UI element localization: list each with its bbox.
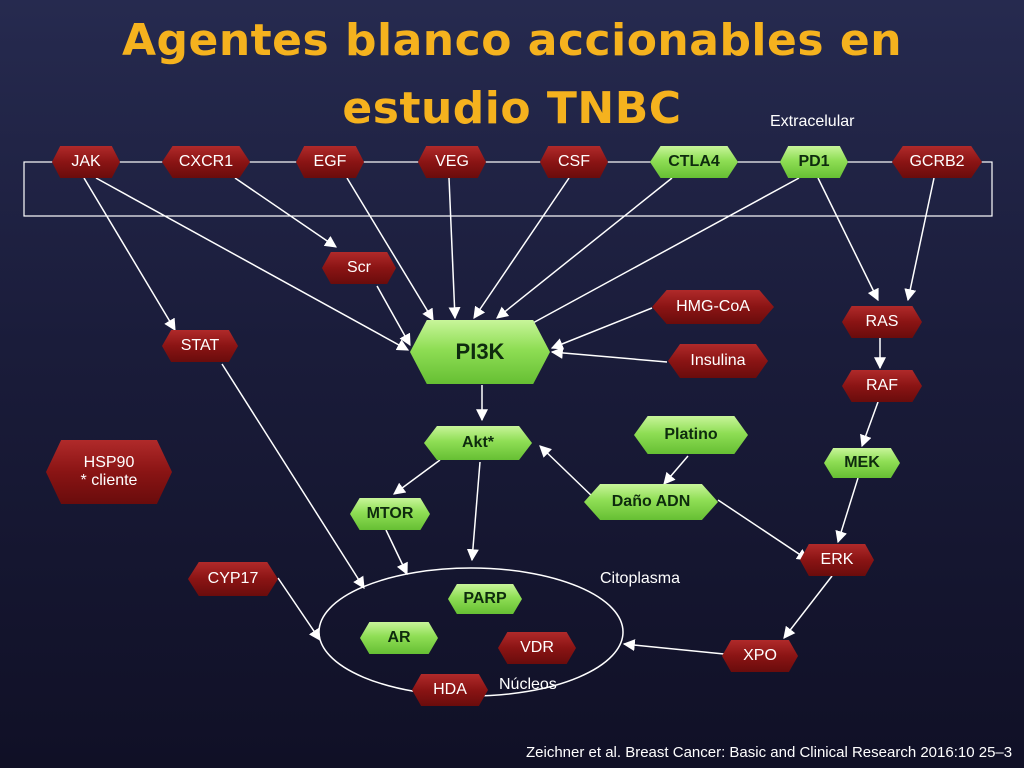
node-jak[interactable]: JAK — [52, 146, 120, 178]
arrow-mtor-nucleus — [385, 529, 408, 576]
arrow-pd1-pi3k — [518, 177, 800, 331]
arrow-veg-pi3k — [448, 177, 461, 320]
node-stat[interactable]: STAT — [162, 330, 238, 362]
arrow-pd1-ras — [817, 177, 879, 302]
node-mtor[interactable]: MTOR — [350, 498, 430, 530]
arrow-jak-pi3k — [95, 177, 410, 351]
node-egf[interactable]: EGF — [296, 146, 364, 178]
arrow-cyp17-nucleus — [277, 577, 321, 641]
arrow-raf-mek — [860, 401, 879, 448]
node-platino[interactable]: Platino — [634, 416, 748, 454]
arrow-gcrb2-ras — [904, 177, 935, 302]
arrow-insulina-pi3k — [550, 346, 668, 363]
node-insulina[interactable]: Insulina — [668, 344, 768, 378]
arrow-akt-nucleus — [466, 461, 481, 562]
node-akt[interactable]: Akt* — [424, 426, 532, 460]
arrow-mek-erk — [835, 477, 859, 544]
node-ras[interactable]: RAS — [842, 306, 922, 338]
node-hsp90-line1: HSP90 — [83, 454, 135, 471]
arrow-stat-nucleus — [221, 363, 365, 590]
node-hsp90-line2: * cliente — [80, 472, 138, 489]
node-hsp90[interactable]: HSP90 * cliente — [46, 440, 172, 504]
arrow-dano-erk — [717, 499, 809, 561]
nuclei-label: Núcleos — [499, 676, 557, 693]
arrow-egf-pi3k — [346, 177, 434, 322]
arrow-cxcr1-scr — [234, 177, 337, 248]
node-ar[interactable]: AR — [360, 622, 438, 654]
node-pi3k[interactable]: PI3K — [410, 320, 550, 384]
node-hmg-coa[interactable]: HMG-CoA — [652, 290, 774, 324]
node-vdr[interactable]: VDR — [498, 632, 576, 664]
node-cxcr1[interactable]: CXCR1 — [162, 146, 250, 178]
node-ctla4[interactable]: CTLA4 — [650, 146, 738, 178]
citation: Zeichner et al. Breast Cancer: Basic and… — [526, 744, 1013, 761]
node-xpo[interactable]: XPO — [722, 640, 798, 672]
cytoplasm-label: Citoplasma — [600, 570, 681, 587]
arrow-scr-pi3k — [376, 285, 411, 347]
title-line-2: estudio TNBC — [342, 83, 682, 134]
arrow-csf-pi3k — [473, 177, 570, 319]
node-dano-adn[interactable]: Daño ADN — [584, 484, 718, 520]
node-erk[interactable]: ERK — [800, 544, 874, 576]
arrow-akt-mtor — [393, 459, 441, 495]
arrow-xpo-nucleus — [622, 639, 725, 655]
node-cyp17[interactable]: CYP17 — [188, 562, 278, 596]
arrow-platino-dano — [663, 455, 689, 485]
arrow-jak-stat — [83, 177, 176, 332]
node-raf[interactable]: RAF — [842, 370, 922, 402]
arrow-ctla4-pi3k — [496, 177, 673, 319]
node-veg[interactable]: VEG — [418, 146, 486, 178]
node-gcrb2[interactable]: GCRB2 — [892, 146, 982, 178]
arrow-dano-akt — [539, 445, 597, 501]
extracellular-membrane-box — [23, 161, 993, 217]
node-hda[interactable]: HDA — [412, 674, 488, 706]
node-parp[interactable]: PARP — [448, 584, 522, 614]
extracellular-label: Extracelular — [770, 113, 855, 130]
node-csf[interactable]: CSF — [540, 146, 608, 178]
title-line-1: Agentes blanco accionables en — [121, 15, 903, 66]
node-mek[interactable]: MEK — [824, 448, 900, 478]
node-pd1[interactable]: PD1 — [780, 146, 848, 178]
node-scr[interactable]: Scr — [322, 252, 396, 284]
arrow-hmgcoa-pi3k — [550, 307, 653, 350]
arrow-erk-xpo — [783, 575, 833, 639]
